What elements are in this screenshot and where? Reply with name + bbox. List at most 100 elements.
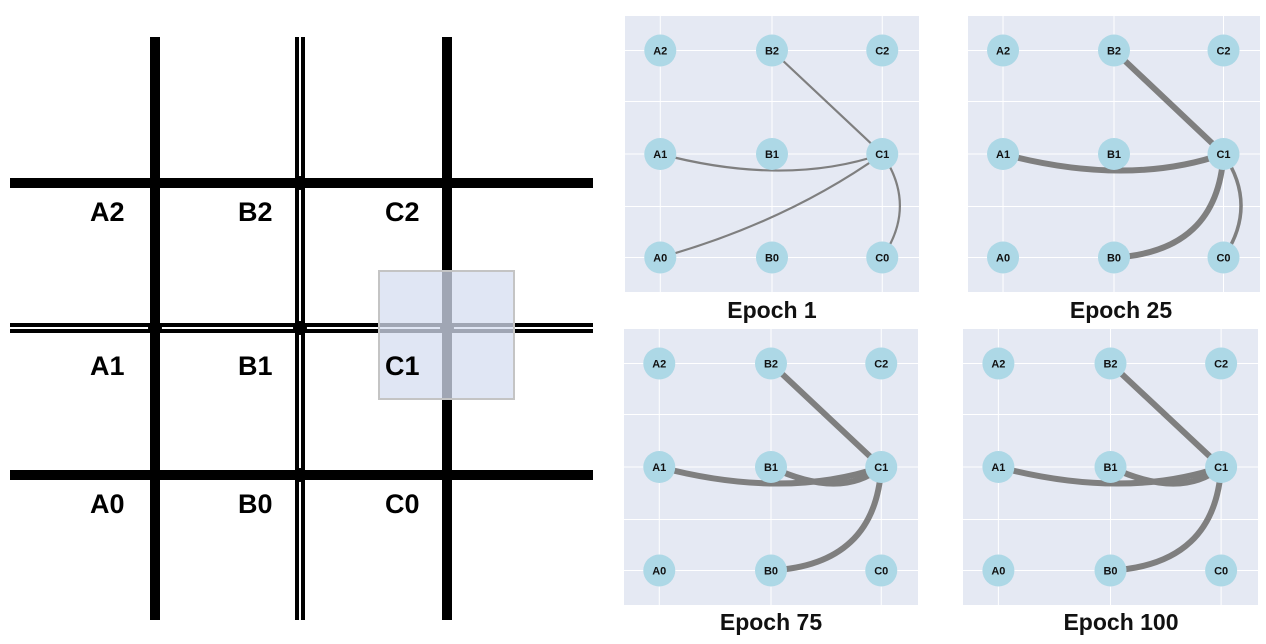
cell-label-a0: A0 (90, 489, 125, 519)
cell-label-a1: A1 (90, 351, 125, 381)
highlighted-cell (378, 270, 515, 400)
node-b0 (1094, 554, 1127, 587)
edge-a0-c1 (659, 152, 884, 259)
cell-label-c1: C1 (385, 351, 420, 381)
node-c2 (866, 34, 899, 67)
node-label-b1: B1 (765, 149, 779, 161)
node-a0 (644, 241, 677, 274)
edge-b0-c1 (768, 464, 885, 574)
node-label-a2: A2 (991, 359, 1005, 371)
node-label-c2: C2 (1216, 46, 1230, 58)
node-label-b2: B2 (1103, 359, 1117, 371)
node-c0 (1207, 241, 1240, 274)
node-c2 (865, 347, 898, 380)
node-label-b0: B0 (1107, 253, 1121, 265)
node-c0 (1205, 554, 1238, 587)
node-b0 (755, 554, 787, 587)
intersection (440, 468, 454, 482)
node-a2 (982, 347, 1015, 380)
edge-b2-c1 (768, 360, 885, 470)
node-label-a1: A1 (991, 462, 1005, 474)
edge-b0-c1 (1111, 151, 1227, 261)
node-a0 (643, 554, 676, 587)
node-a1 (982, 451, 1015, 483)
panel-caption: Epoch 100 (1063, 609, 1179, 635)
node-label-a2: A2 (652, 359, 666, 371)
panel-caption: Epoch 25 (1069, 297, 1173, 323)
intersection (148, 468, 162, 482)
node-c0 (866, 241, 899, 274)
node-label-b0: B0 (765, 253, 779, 265)
intersection (293, 176, 307, 190)
cell-label-b0: B0 (238, 489, 273, 519)
node-a2 (644, 34, 677, 67)
node-label-c2: C2 (875, 46, 889, 58)
node-label-c0: C0 (1214, 566, 1228, 578)
intersection (440, 176, 454, 190)
intersection (148, 321, 162, 335)
edge-b0-c1 (1107, 464, 1225, 574)
edge-b2-c1 (770, 49, 884, 156)
node-label-c1: C1 (1214, 462, 1228, 474)
node-c0 (865, 554, 898, 587)
node-label-c0: C0 (1216, 253, 1230, 265)
cell-label-c0: C0 (385, 489, 420, 519)
node-label-c1: C1 (874, 462, 888, 474)
node-label-c2: C2 (874, 359, 888, 371)
node-a1 (643, 451, 676, 483)
node-label-c1: C1 (875, 149, 889, 161)
cell-label-b1: B1 (238, 351, 273, 381)
node-c1 (1205, 451, 1238, 483)
node-b1 (755, 451, 787, 483)
node-label-b2: B2 (765, 46, 779, 58)
node-label-b1: B1 (1103, 462, 1117, 474)
edge-a1-c1 (656, 464, 885, 487)
node-a0 (987, 241, 1020, 274)
panel-caption: Epoch 75 (719, 609, 823, 635)
node-label-c1: C1 (1216, 149, 1230, 161)
cell-label-a2: A2 (90, 197, 125, 227)
node-b0 (756, 241, 788, 274)
node-b2 (755, 347, 787, 380)
node-b2 (1098, 34, 1130, 67)
node-label-b2: B2 (764, 359, 778, 371)
node-label-b1: B1 (1107, 149, 1121, 161)
node-label-b2: B2 (1107, 46, 1121, 58)
node-b1 (756, 138, 788, 170)
edge-a1-c1 (995, 464, 1225, 487)
node-label-a0: A0 (991, 566, 1005, 578)
node-label-a2: A2 (996, 46, 1010, 58)
node-label-a0: A0 (996, 253, 1010, 265)
node-label-a0: A0 (652, 566, 666, 578)
node-label-c0: C0 (874, 566, 888, 578)
node-b2 (1094, 347, 1127, 380)
node-a0 (982, 554, 1015, 587)
node-label-c2: C2 (1214, 359, 1228, 371)
intersection (293, 468, 307, 482)
node-c1 (1207, 138, 1240, 170)
intersection (293, 321, 307, 335)
node-label-a1: A1 (653, 149, 667, 161)
node-a2 (643, 347, 676, 380)
edge-b2-c1 (1111, 47, 1227, 157)
panel-caption: Epoch 1 (727, 297, 817, 323)
node-a2 (987, 34, 1020, 67)
node-label-b1: B1 (764, 462, 778, 474)
node-label-c0: C0 (875, 253, 889, 265)
node-label-b0: B0 (764, 566, 778, 578)
node-label-b0: B0 (1103, 566, 1117, 578)
node-a1 (644, 138, 677, 170)
